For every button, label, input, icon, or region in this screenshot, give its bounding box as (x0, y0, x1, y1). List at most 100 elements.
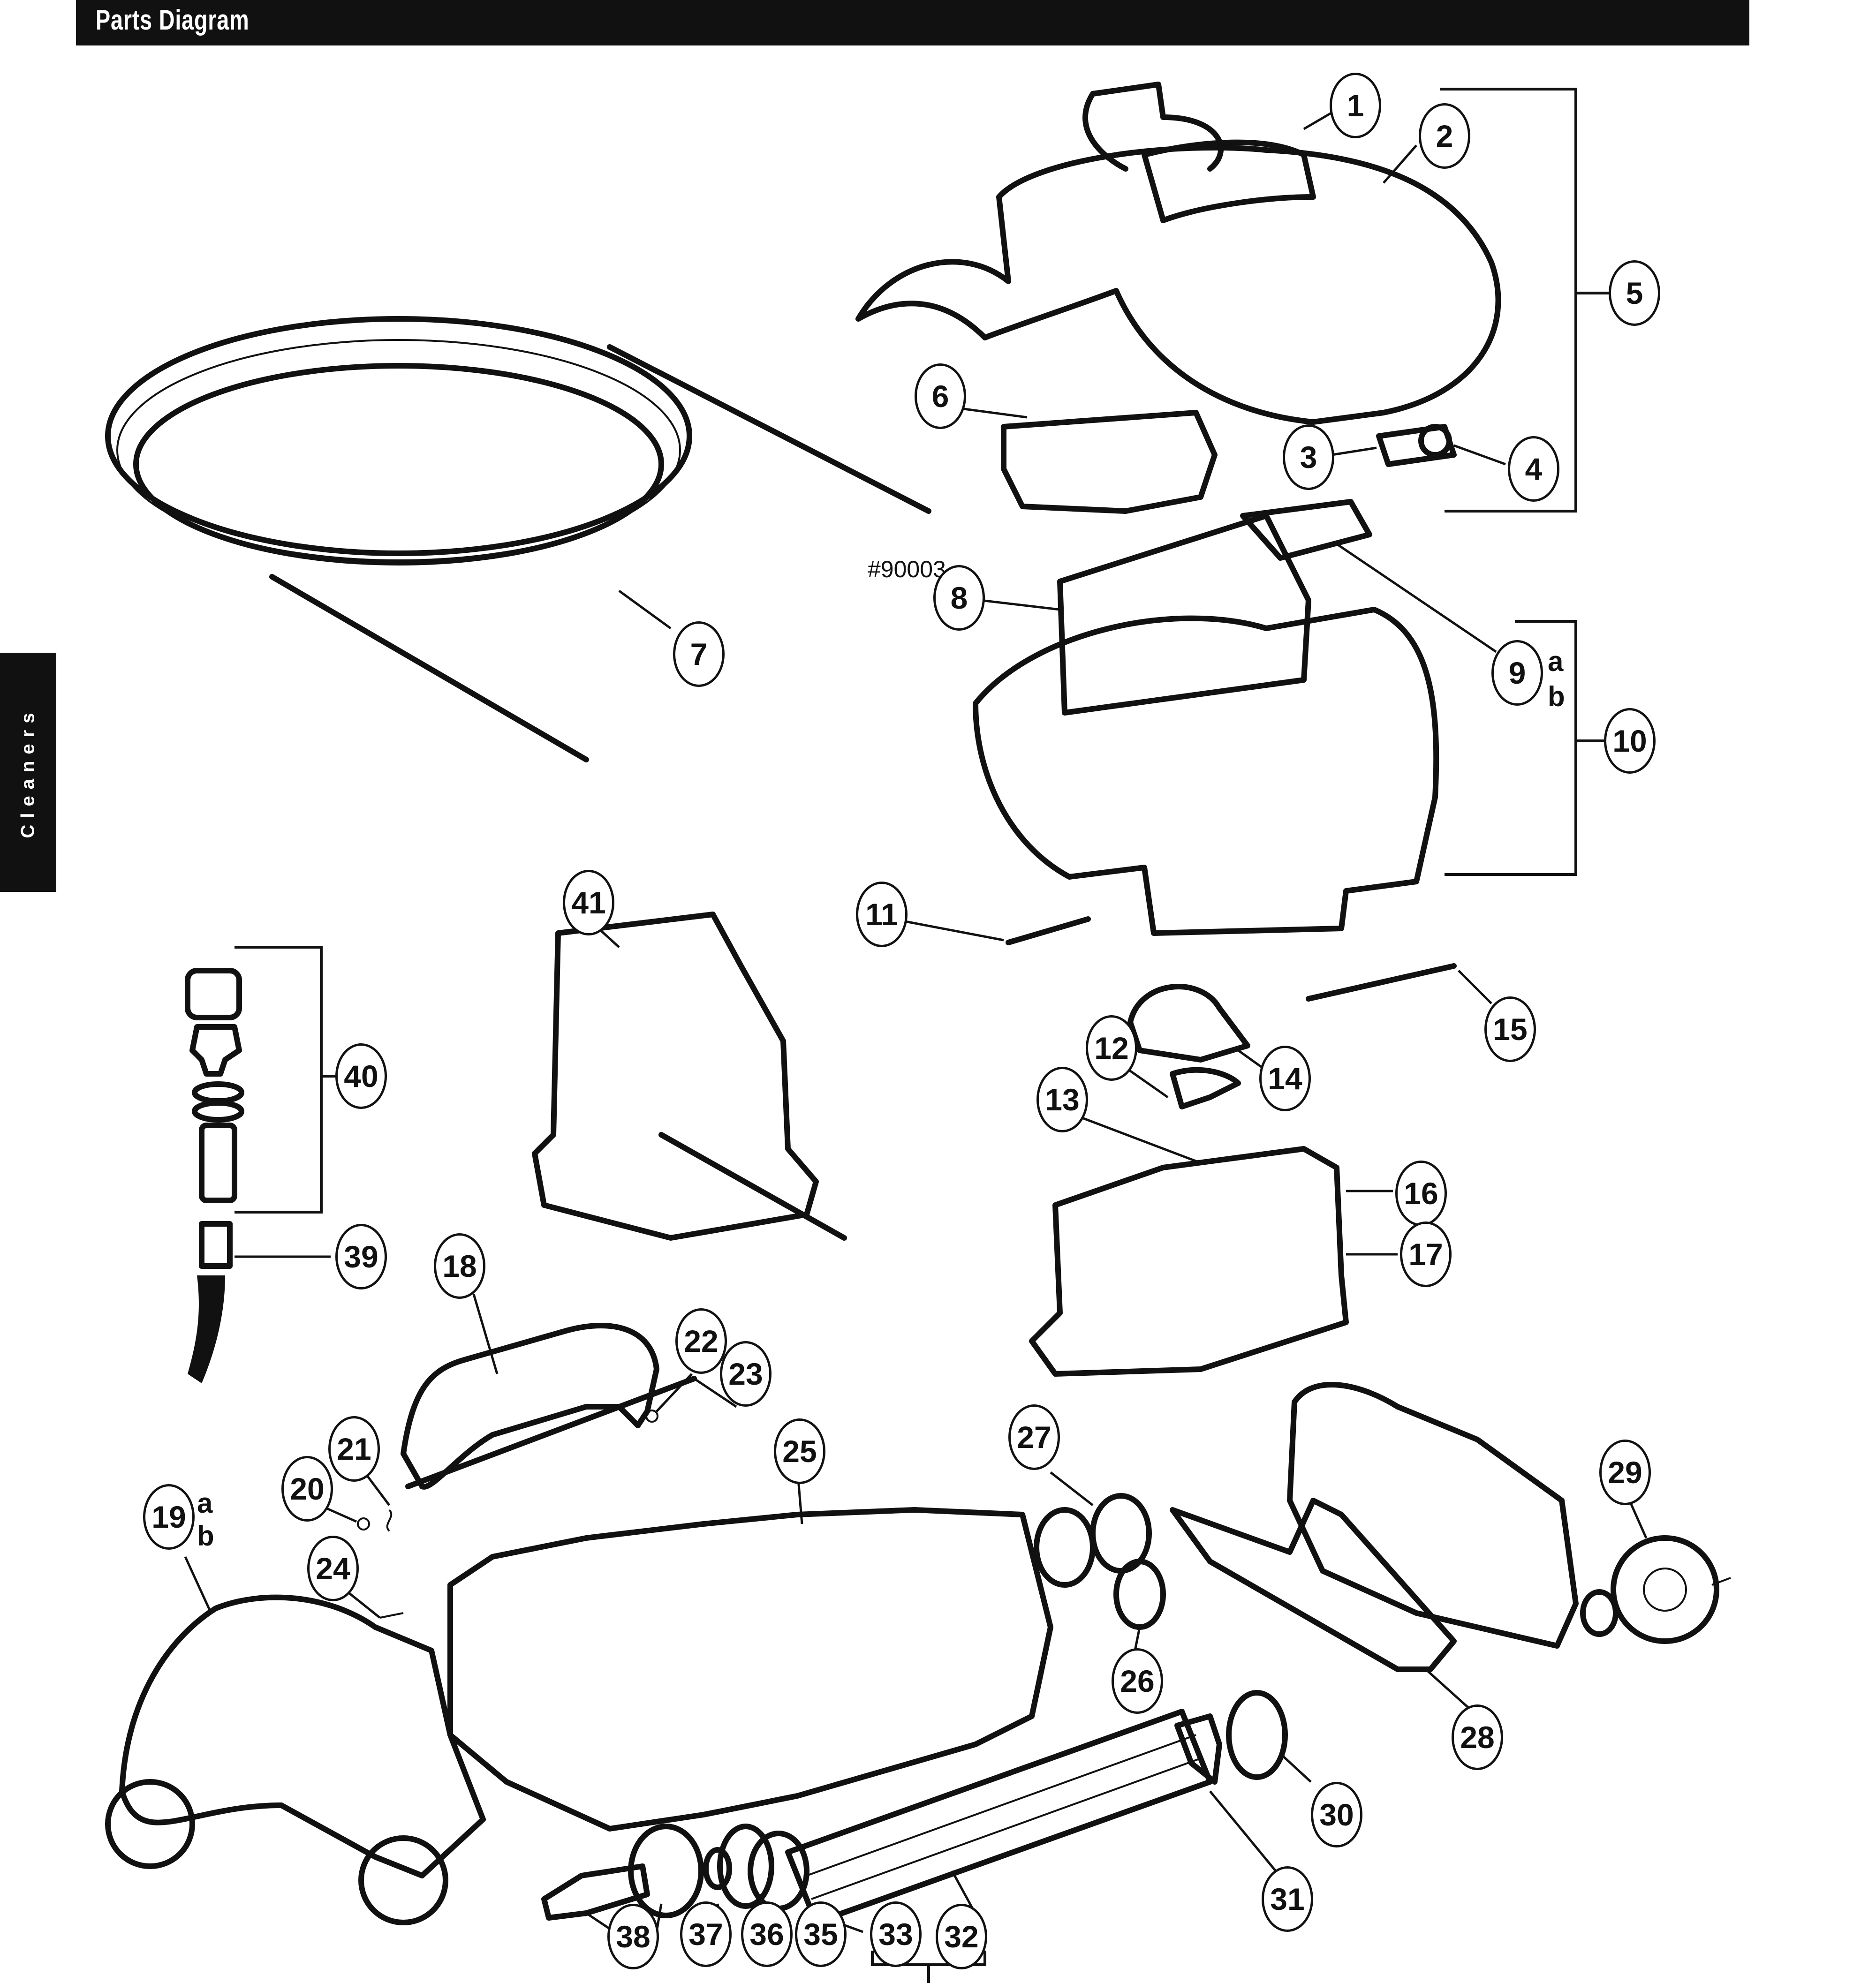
part-swivel-washer-1 (192, 1081, 244, 1104)
callout-36[interactable]: 36 (741, 1901, 793, 1967)
part-bushing-26 (1113, 1559, 1166, 1630)
part-handle-rod (405, 1376, 697, 1489)
callout-17[interactable]: 17 (1400, 1221, 1452, 1287)
callout-39[interactable]: 39 (335, 1224, 387, 1289)
callout-4[interactable]: 4 (1508, 436, 1559, 502)
callout-2[interactable]: 2 (1419, 103, 1470, 169)
callout-24[interactable]: 24 (307, 1536, 359, 1601)
part-rear-wheel (358, 1835, 448, 1925)
callout-11[interactable]: 11 (856, 882, 908, 947)
part-filter-lid (1240, 499, 1372, 561)
part-float (1001, 410, 1218, 514)
page-title: Parts Diagram (96, 4, 250, 36)
part-rod-11 (1006, 916, 1091, 945)
part-canister (973, 607, 1439, 936)
callout-6[interactable]: 6 (915, 363, 966, 429)
callout-14[interactable]: 14 (1259, 1046, 1311, 1111)
part-motor-box (1029, 1146, 1349, 1377)
section-tab: Cleaners (0, 653, 56, 892)
part-swivel-bushing (189, 1024, 242, 1077)
callout-28[interactable]: 28 (1452, 1704, 1503, 1770)
part-impeller-cap (1127, 984, 1250, 1063)
callout-29[interactable]: 29 (1599, 1440, 1651, 1505)
part-handle (401, 1323, 659, 1490)
callout-31[interactable]: 31 (1262, 1866, 1313, 1932)
callout-35[interactable]: 35 (795, 1901, 847, 1967)
callout-9[interactable]: 9 (1491, 640, 1543, 706)
part-chassis (447, 1507, 1053, 1832)
callout-19-suffix-a: a (197, 1487, 213, 1519)
callout-8[interactable]: 8 (933, 565, 985, 631)
part-rod-15 (1306, 963, 1457, 1002)
callout-18[interactable]: 18 (434, 1233, 485, 1299)
callout-19[interactable]: 19 (143, 1484, 195, 1550)
callout-41[interactable]: 41 (563, 870, 614, 935)
part-handle-clip (1082, 82, 1224, 172)
header-bar: Parts Diagram (76, 0, 1749, 45)
part-cable-lead-lower (269, 574, 589, 762)
part-front-wheel (105, 1779, 195, 1869)
part-impeller (1170, 1067, 1241, 1109)
callout-30[interactable]: 30 (1311, 1782, 1362, 1847)
part-clip-31 (1174, 1713, 1222, 1785)
part-number-label: #90003 (868, 556, 946, 582)
part-side-plate (1287, 1382, 1579, 1649)
part-brush (785, 1709, 1213, 1925)
callout-7[interactable]: 7 (673, 621, 725, 687)
callout-20[interactable]: 20 (281, 1456, 333, 1522)
callout-12[interactable]: 12 (1086, 1015, 1137, 1081)
callout-9-suffix-a: a (1548, 646, 1564, 677)
part-cable-coil (105, 316, 692, 556)
callout-38[interactable]: 38 (607, 1904, 659, 1969)
part-swivel-sleeve (199, 1123, 237, 1203)
part-drive-gear (1611, 1535, 1719, 1644)
callout-22[interactable]: 22 (675, 1308, 727, 1374)
callout-9-suffix-b: b (1548, 681, 1565, 712)
part-cable-tag (199, 1221, 233, 1269)
part-side-body (119, 1594, 486, 1878)
part-swivel-washer-2 (192, 1100, 244, 1123)
part-filter-panel (1057, 513, 1311, 716)
callout-10[interactable]: 10 (1604, 708, 1656, 774)
part-axle-38 (541, 1863, 650, 1921)
part-gear-bushing (1580, 1589, 1619, 1637)
callout-1[interactable]: 1 (1330, 73, 1381, 138)
bracket-5 (1440, 88, 1613, 513)
callout-33[interactable]: 33 (870, 1901, 922, 1967)
callout-21[interactable]: 21 (328, 1416, 380, 1482)
part-screw-20 (357, 1517, 370, 1531)
callout-13[interactable]: 13 (1036, 1067, 1088, 1132)
part-pulley-30 (1226, 1690, 1288, 1780)
part-power-cord (658, 1132, 847, 1241)
callout-26[interactable]: 26 (1112, 1648, 1163, 1714)
part-screw-22 (645, 1410, 658, 1423)
part-top-vent (1142, 139, 1316, 223)
bracket-40 (234, 946, 340, 1214)
callout-3[interactable]: 3 (1283, 424, 1334, 490)
part-idler-27a (1034, 1507, 1096, 1588)
callout-19-suffix-b: b (197, 1520, 214, 1552)
part-gear-screw (1711, 1577, 1731, 1586)
callout-15[interactable]: 15 (1484, 996, 1536, 1062)
bracket-10 (1445, 620, 1604, 876)
part-spring-21 (386, 1509, 393, 1532)
part-top-cover (855, 144, 1501, 425)
callout-27[interactable]: 27 (1008, 1404, 1060, 1470)
part-pin-24 (379, 1612, 404, 1619)
part-washer-36 (703, 1847, 732, 1890)
part-clip-knob (1418, 424, 1452, 458)
part-cable-end (188, 1275, 225, 1383)
part-spacer-35 (717, 1824, 774, 1909)
callout-23[interactable]: 23 (720, 1341, 772, 1407)
part-power-supply (532, 912, 819, 1241)
callout-40[interactable]: 40 (335, 1043, 387, 1109)
part-swivel-nut (185, 968, 242, 1020)
callout-32[interactable]: 32 (936, 1904, 987, 1969)
part-cable-lead-upper (607, 344, 931, 514)
callout-25[interactable]: 25 (774, 1418, 825, 1484)
callout-16[interactable]: 16 (1395, 1161, 1447, 1226)
callout-5[interactable]: 5 (1609, 260, 1660, 326)
callout-37[interactable]: 37 (680, 1901, 732, 1967)
part-pulley-37 (628, 1824, 704, 1918)
